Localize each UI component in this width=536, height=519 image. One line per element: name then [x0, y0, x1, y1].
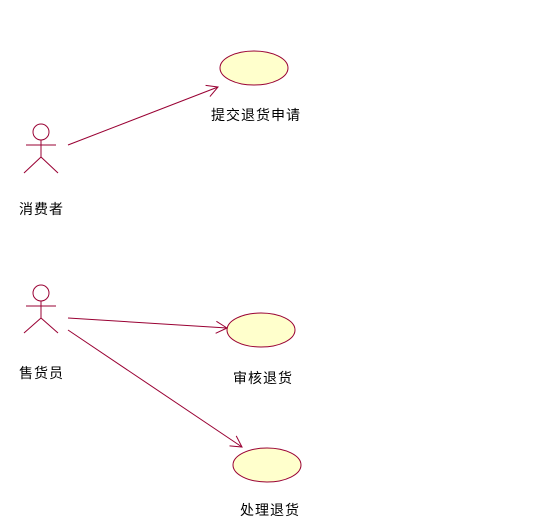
association-consumer-submit-return[interactable]	[67, 84, 219, 146]
association-salesperson-process-return[interactable]	[67, 329, 243, 448]
use-case-label-submit-return: 提交退货申请	[211, 108, 301, 124]
actor-left-leg	[23, 317, 42, 334]
actor-left-leg	[23, 156, 42, 174]
use-case-process-return[interactable]	[232, 447, 302, 483]
actor-right-leg	[40, 317, 59, 334]
use-case-submit-return[interactable]	[219, 50, 289, 86]
use-case-review-return[interactable]	[226, 312, 296, 348]
actor-label-consumer: 消费者	[19, 202, 64, 218]
actor-consumer[interactable]	[23, 123, 59, 174]
actor-head	[32, 284, 50, 302]
actor-label-salesperson: 售货员	[19, 366, 64, 382]
association-salesperson-review-return[interactable]	[67, 317, 229, 334]
use-case-label-review-return: 审核退货	[233, 371, 293, 387]
actor-head	[32, 123, 50, 141]
actor-salesperson[interactable]	[23, 284, 59, 334]
use-case-label-process-return: 处理退货	[240, 503, 300, 519]
actor-right-leg	[40, 156, 59, 174]
